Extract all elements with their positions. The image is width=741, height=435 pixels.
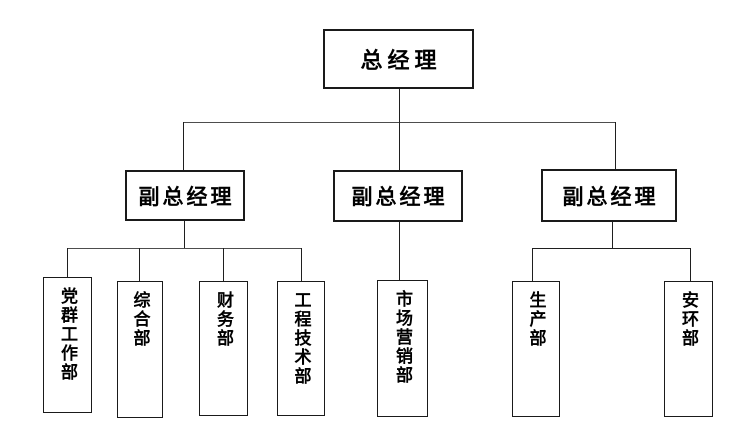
connector-dept2-drop [139,248,140,281]
node-label: 安环部 [679,291,698,348]
node-general-manager: 总经理 [323,29,474,89]
node-deputy-general-manager-3: 副总经理 [541,169,677,222]
connector-dept3-drop [223,248,224,281]
connector-dept1-drop [67,248,68,278]
node-dept-production: 生产部 [512,281,560,417]
node-dept-finance: 财务部 [199,281,248,416]
node-label: 财务部 [214,291,233,348]
node-label: 工程技术部 [291,291,311,386]
connector-dept4-drop [301,248,302,281]
node-label: 副总经理 [562,184,659,209]
node-dept-party-masses-work: 党群工作部 [43,277,92,413]
node-dept-general-affairs: 综合部 [117,281,163,418]
node-dept-marketing: 市场营销部 [377,280,428,417]
node-label: 市场营销部 [393,290,412,385]
connector-deputy2-drop [399,122,400,170]
connector-deputy3-stem [612,222,613,248]
connector-deputy3-drop [615,122,616,170]
connector-deputy1-stem [184,221,185,248]
node-dept-safety-environment: 安环部 [664,281,713,417]
node-label: 党群工作部 [58,287,77,382]
connector-deputy3-bus [532,248,691,249]
node-label: 总经理 [360,48,442,73]
node-label: 副总经理 [138,184,235,209]
connector-deputy2-stem [399,222,400,280]
node-dept-engineering-technology: 工程技术部 [277,281,325,416]
connector-root-stem [399,89,400,122]
connector-dept7-drop [690,248,691,281]
node-deputy-general-manager-1: 副总经理 [125,170,245,221]
connector-deputy1-drop [183,122,184,170]
node-label: 综合部 [130,291,150,348]
node-deputy-general-manager-2: 副总经理 [333,170,463,222]
connector-deputy1-bus [67,248,302,249]
connector-dept6-drop [532,248,533,281]
node-label: 副总经理 [351,185,448,209]
node-label: 生产部 [526,291,546,348]
